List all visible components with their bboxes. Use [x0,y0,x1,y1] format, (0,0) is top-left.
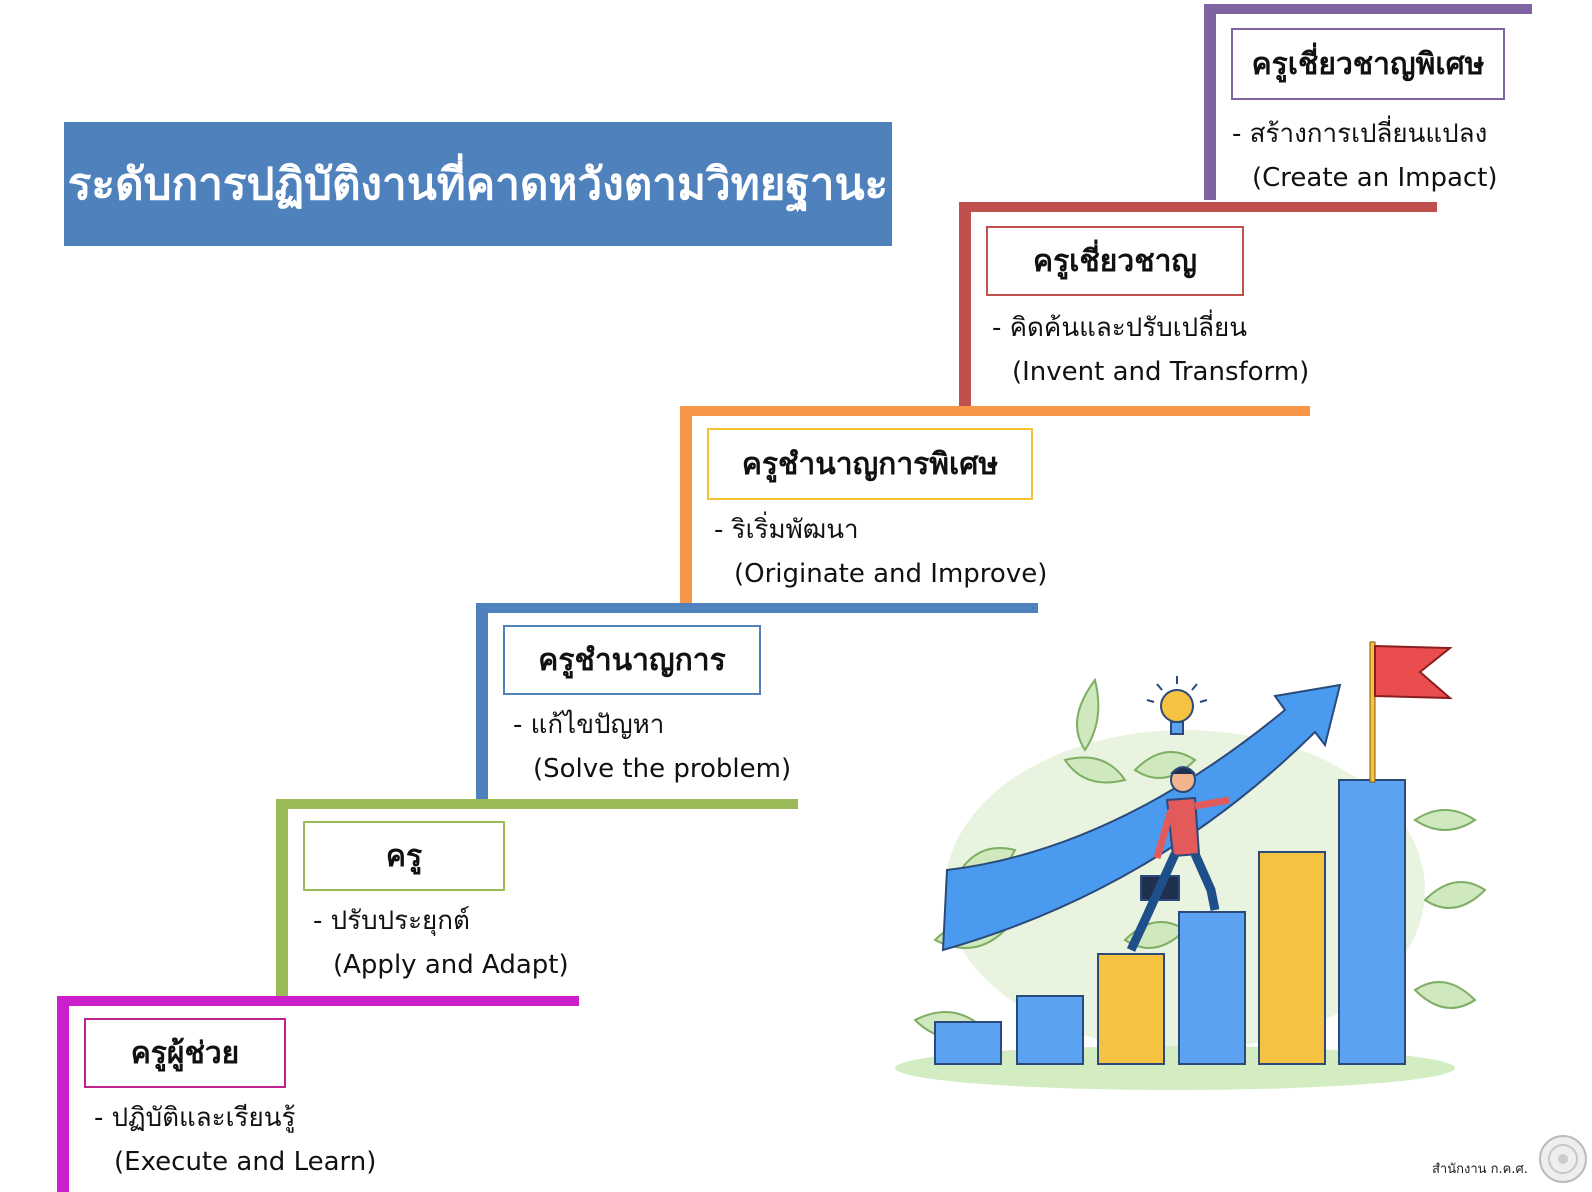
footer-credit: สำนักงาน ก.ค.ศ. [1432,1162,1528,1177]
level-description-th: - ปรับประยุกต์ [313,906,470,936]
step-line-vertical-4 [680,406,692,603]
lightbulb-icon [1146,676,1208,735]
step-line-vertical-5 [959,202,971,406]
level-label-box: ครูชำนาญการ [503,625,761,695]
level-description-th: - ปฏิบัติและเรียนรู้ [94,1103,296,1133]
level-description-th: - แก้ไขปัญหา [513,710,665,740]
level-label-box: ครูชำนาญการพิเศษ [707,428,1033,500]
page-title: ระดับการปฏิบัติงานที่คาดหวังตามวิทยฐานะ [64,122,892,246]
level-description-th: - คิดค้นและปรับเปลี่ยน [992,313,1248,343]
level-label-box: ครูเชี่ยวชาญพิเศษ [1231,28,1505,100]
level-description-en: (Execute and Learn) [114,1147,377,1177]
step-line-vertical-3 [476,603,488,799]
level-description: - ริเริ่มพัฒนา (Originate and Improve) [714,508,1047,596]
step-line-horizontal-4 [680,406,1310,416]
step-line-vertical-1 [57,996,69,1192]
step-line-horizontal-2 [276,799,798,809]
level-description-th: - สร้างการเปลี่ยนแปลง [1232,119,1488,149]
step-line-horizontal-1 [57,996,579,1006]
growth-illustration [895,641,1487,1090]
level-description-en: (Solve the problem) [533,754,792,784]
level-description: - สร้างการเปลี่ยนแปลง (Create an Impact) [1232,112,1498,200]
level-description: - แก้ไขปัญหา (Solve the problem) [513,703,791,791]
growth-arrow-icon [941,683,1342,952]
level-description-en: (Originate and Improve) [734,559,1048,589]
level-description-en: (Create an Impact) [1252,163,1498,193]
level-description: - คิดค้นและปรับเปลี่ยน (Invent and Trans… [992,306,1309,394]
level-description-th: - ริเริ่มพัฒนา [714,515,859,545]
level-label-box: ครูผู้ช่วย [84,1018,286,1088]
level-label-box: ครูเชี่ยวชาญ [986,226,1244,296]
flag-icon [1369,641,1453,783]
level-description: - ปรับประยุกต์ (Apply and Adapt) [313,899,569,987]
level-description-en: (Apply and Adapt) [333,950,569,980]
level-description: - ปฏิบัติและเรียนรู้ (Execute and Learn) [94,1096,376,1184]
step-line-vertical-6 [1204,4,1216,200]
step-line-vertical-2 [276,799,288,996]
level-description-en: (Invent and Transform) [1012,357,1310,387]
organization-seal-icon [1539,1135,1587,1183]
level-label-box: ครู [303,821,505,891]
step-line-horizontal-5 [959,202,1437,212]
bar-chart-icon [934,779,1406,1065]
climbing-person-icon [1126,766,1230,952]
step-line-horizontal-3 [476,603,1038,613]
step-line-horizontal-6 [1204,4,1532,14]
